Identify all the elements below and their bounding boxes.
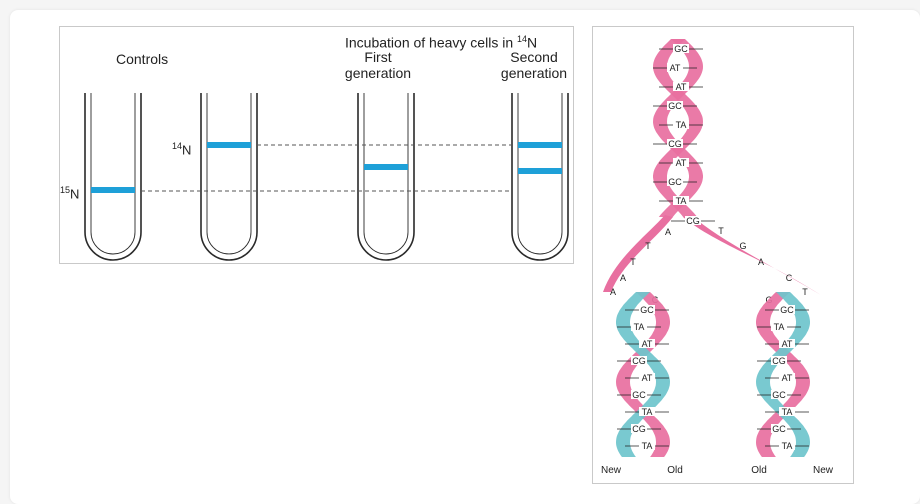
fork-base-9: T: [802, 287, 808, 297]
right-daughter-base-pair-0: GC: [780, 305, 794, 315]
tubes-drawing: [60, 27, 573, 263]
dna-replication-figure: GCATATGCTACGATGCTACGATTGTAACATCGGCTAATCG…: [592, 26, 854, 484]
strand-label-3: New: [813, 465, 834, 476]
fork-old-strand-left: [603, 215, 673, 292]
tube-control-light-inner: [207, 93, 251, 254]
fork-base-2: T: [645, 241, 651, 251]
right-daughter-base-pair-2: AT: [782, 339, 793, 349]
tube-control-heavy-inner: [91, 93, 135, 254]
right-daughter-base-pair-4: AT: [782, 373, 793, 383]
strand-label-1: Old: [667, 465, 683, 476]
parental-base-pair-6: AT: [676, 158, 687, 168]
fork-base-3: G: [739, 241, 746, 251]
right-daughter-base-pair-7: GC: [772, 424, 786, 434]
left-daughter-base-pair-5: GC: [632, 390, 646, 400]
tube-first-generation-inner: [364, 93, 408, 254]
dna-drawing: GCATATGCTACGATGCTACGATTGTAACATCGGCTAATCG…: [593, 27, 853, 483]
left-daughter-base-pair-4: AT: [642, 373, 653, 383]
fork-base-4: T: [630, 257, 636, 267]
right-daughter-base-pair-5: GC: [772, 390, 786, 400]
band-hybrid-second-generation: [518, 142, 562, 148]
fork-base-6: A: [620, 273, 626, 283]
parental-base-pair-4: TA: [676, 120, 687, 130]
fork-base-8: A: [610, 287, 616, 297]
fork-base-pair: CG: [686, 216, 700, 226]
left-daughter-base-pair-3: CG: [632, 356, 646, 366]
parental-base-pair-0: GC: [674, 44, 688, 54]
strand-label-0: New: [601, 465, 622, 476]
left-daughter-base-pair-7: CG: [632, 424, 646, 434]
centrifuge-tubes-figure: Controls Incubation of heavy cells in 14…: [59, 26, 574, 264]
strand-label-2: Old: [751, 465, 767, 476]
left-daughter-base-pair-6: TA: [642, 407, 653, 417]
fork-base-7: C: [786, 273, 793, 283]
fork-base-0: A: [665, 227, 671, 237]
band-heavy-control: [91, 187, 135, 193]
left-daughter-base-pair-1: TA: [634, 322, 645, 332]
tube-control-heavy: [85, 93, 141, 260]
band-light-second-generation: [518, 168, 562, 174]
tube-second-generation: [512, 93, 568, 260]
right-daughter-base-pair-8: TA: [782, 441, 793, 451]
right-daughter-base-pair-1: TA: [774, 322, 785, 332]
band-light-control: [207, 142, 251, 148]
parental-base-pair-3: GC: [668, 101, 682, 111]
tube-control-light: [201, 93, 257, 260]
fork-base-1: T: [718, 226, 724, 236]
fork-old-strand-right: [683, 215, 821, 295]
fork-base-5: A: [758, 257, 764, 267]
parental-base-pair-1: AT: [670, 63, 681, 73]
left-daughter-base-pair-0: GC: [640, 305, 654, 315]
left-daughter-base-pair-2: AT: [642, 339, 653, 349]
tube-first-generation: [358, 93, 414, 260]
band-hybrid-first-generation: [364, 164, 408, 170]
right-daughter-base-pair-6: TA: [782, 407, 793, 417]
right-daughter-base-pair-3: CG: [772, 356, 786, 366]
parental-base-pair-7: GC: [668, 177, 682, 187]
left-daughter-base-pair-8: TA: [642, 441, 653, 451]
parental-base-pair-5: CG: [668, 139, 682, 149]
parental-base-pair-2: AT: [676, 82, 687, 92]
parental-base-pair-8: TA: [676, 196, 687, 206]
